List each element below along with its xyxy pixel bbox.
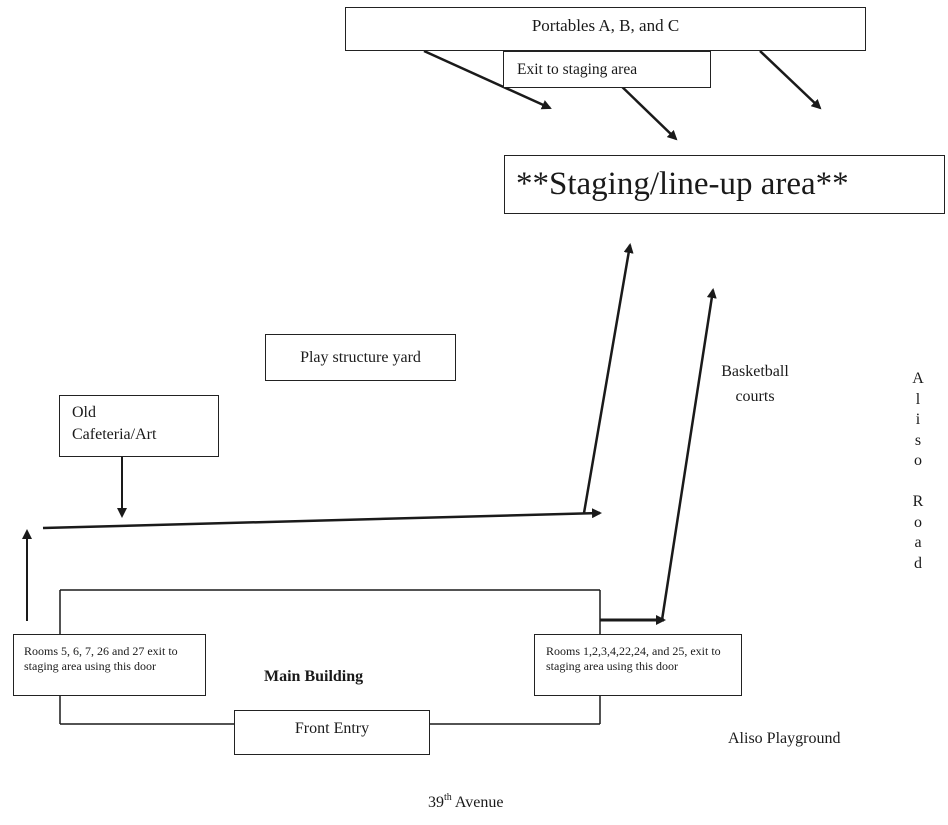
exit-to-staging-label: Exit to staging area: [517, 60, 638, 78]
old-cafeteria-box: Old Cafeteria/Art: [59, 395, 219, 457]
portable-arrow-a: [423, 49, 552, 110]
courts-to-staging-arrow: [660, 288, 717, 621]
front-entry-box: Front Entry: [234, 710, 430, 755]
portables-box: Portables A, B, and C: [345, 7, 866, 51]
portables-label: Portables A, B, and C: [531, 16, 680, 35]
avenue-suffix: th: [444, 792, 452, 803]
rooms-right-label: Rooms 1,2,3,4,22,24, and 25, exit to sta…: [546, 644, 721, 673]
old-cafeteria-label: Old Cafeteria/Art: [72, 404, 157, 443]
path-to-yard-arrow: [42, 508, 602, 530]
aliso-road-label: A l i s o R o a d: [912, 370, 924, 572]
basketball-courts-label: Basketball courts: [721, 363, 789, 405]
rooms-left-label: Rooms 5, 6, 7, 26 and 27 exit to staging…: [24, 644, 178, 673]
rooms-left-box: Rooms 5, 6, 7, 26 and 27 exit to staging…: [13, 634, 206, 696]
exit-to-staging-box: Exit to staging area: [503, 51, 711, 88]
avenue-label: 39th Avenue: [428, 792, 503, 812]
main-building-outline: [59, 589, 601, 725]
staging-area-label: **Staging/line-up area**: [516, 166, 849, 202]
portable-arrow-b: [614, 79, 678, 141]
front-entry-label: Front Entry: [294, 719, 370, 737]
aliso-playground-label: Aliso Playground: [728, 730, 841, 747]
play-structure-label: Play structure yard: [300, 348, 421, 366]
main-building-label: Main Building: [264, 668, 364, 685]
staging-area-box: **Staging/line-up area**: [504, 155, 945, 214]
play-structure-box: Play structure yard: [265, 334, 456, 381]
portable-arrow-c: [759, 50, 822, 110]
avenue-name: Avenue: [454, 794, 504, 811]
avenue-number: 39: [428, 794, 444, 811]
yard-to-staging-arrow: [582, 243, 634, 514]
rooms-right-box: Rooms 1,2,3,4,22,24, and 25, exit to sta…: [534, 634, 742, 696]
